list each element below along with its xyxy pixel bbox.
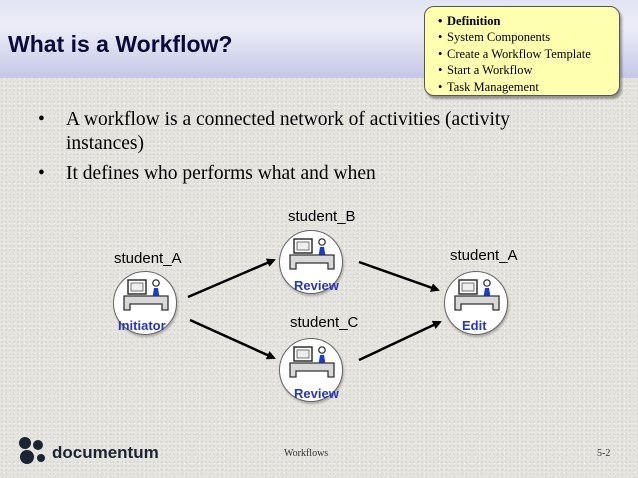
agenda-item-task-management: Task Management (438, 79, 619, 96)
documentum-logo-icon (19, 437, 45, 464)
activity-node-edit (444, 271, 508, 335)
bullet-icon: • (38, 109, 45, 130)
node-edit-activity: Edit (462, 318, 487, 333)
node-initiator-activity: Initiator (118, 318, 166, 333)
activity-node-initiator (113, 271, 177, 335)
agenda-item-system-components: System Components (438, 29, 619, 46)
agent-at-desk-icon (289, 346, 335, 378)
agenda-item-start-workflow: Start a Workflow (438, 62, 619, 79)
bullet-item: • A workflow is a connected network of a… (36, 108, 576, 156)
bullet-item: • It defines who performs what and when (36, 162, 576, 186)
arrow-review-c-to-edit (358, 320, 442, 362)
node-review-c-activity: Review (294, 386, 339, 401)
agenda-item-create-template: Create a Workflow Template (438, 46, 619, 63)
arrow-initiator-to-review-c (189, 318, 276, 360)
bullet-icon: • (38, 163, 45, 184)
node-initiator-performer: student_A (114, 250, 182, 267)
node-review-b-activity: Review (294, 278, 339, 293)
agent-at-desk-icon (123, 279, 169, 311)
bullet-text: A workflow is a connected network of act… (66, 109, 511, 154)
activity-node-review-b (279, 230, 343, 294)
arrow-review-b-to-edit (358, 260, 440, 292)
footer-section: Workflows (284, 448, 329, 459)
agent-at-desk-icon (454, 279, 500, 311)
agent-at-desk-icon (289, 238, 335, 270)
activity-node-review-c (279, 338, 343, 402)
documentum-logo-text: documentum (52, 443, 159, 462)
agenda-box: Definition System Components Create a Wo… (424, 6, 620, 96)
bullet-text: It defines who performs what and when (66, 163, 376, 184)
node-review-c-performer: student_C (290, 314, 359, 331)
node-edit-performer: student_A (450, 247, 518, 264)
bullet-list: • A workflow is a connected network of a… (36, 108, 576, 192)
arrow-initiator-to-review-b (187, 258, 276, 299)
slide-title: What is a Workflow? (8, 31, 233, 57)
agenda-item-definition: Definition (438, 13, 619, 30)
node-review-b-performer: student_B (288, 208, 356, 225)
footer-page-number: 5-2 (597, 448, 611, 459)
